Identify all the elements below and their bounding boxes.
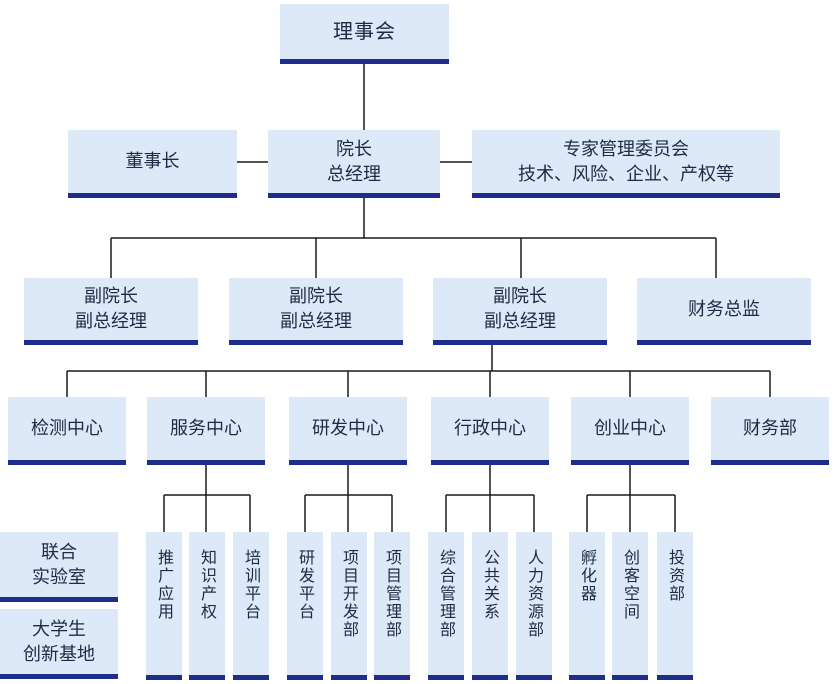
board-node: 理事会 [280, 4, 449, 64]
vice-manager-title: 副总经理 [280, 311, 352, 332]
expert-committee-title: 专家管理委员会 [563, 138, 689, 160]
vice-president-title: 副院长 [493, 286, 547, 307]
unit-public-relations: 公共关系 [472, 532, 508, 680]
center-label: 检测中心 [31, 418, 103, 439]
unit-maker-space: 创客空间 [612, 532, 648, 680]
president-node: 院长 总经理 [268, 130, 440, 198]
startup-center-node: 创业中心 [571, 397, 689, 465]
vice-manager-title: 副总经理 [484, 311, 556, 332]
unit-label: 大学生 [32, 618, 86, 640]
expert-committee-scope: 技术、风险、企业、产权等 [518, 163, 734, 185]
center-label: 服务中心 [170, 418, 242, 439]
unit-label: 孵化器 [578, 549, 597, 603]
unit-ip: 知识产权 [189, 532, 225, 680]
unit-label: 公共关系 [481, 549, 500, 621]
unit-project-mgmt: 项目管理部 [374, 532, 410, 680]
unit-label: 人力资源部 [525, 549, 544, 639]
chairman-node: 董事长 [68, 130, 237, 198]
unit-label: 综合管理部 [437, 549, 456, 639]
center-label: 研发中心 [312, 418, 384, 439]
unit-label: 知识产权 [198, 549, 217, 621]
vice-manager-title: 副总经理 [75, 311, 147, 332]
cfo-label: 财务总监 [688, 298, 760, 320]
cfo-node: 财务总监 [637, 278, 811, 345]
unit-incubator: 孵化器 [569, 532, 605, 680]
unit-label: 推广应用 [155, 549, 174, 621]
unit-hr: 人力资源部 [516, 532, 552, 680]
unit-rd-platform: 研发平台 [287, 532, 323, 680]
president-title: 院长 [336, 138, 372, 160]
finance-dept-node: 财务部 [711, 397, 829, 465]
expert-committee-node: 专家管理委员会 技术、风险、企业、产权等 [472, 130, 780, 198]
board-label: 理事会 [333, 19, 396, 43]
chairman-label: 董事长 [125, 151, 180, 172]
testing-center-node: 检测中心 [8, 397, 126, 465]
general-manager-title: 总经理 [327, 163, 381, 185]
unit-project-dev: 项目开发部 [331, 532, 367, 680]
vice-president-node-3: 副院长 副总经理 [433, 278, 607, 345]
center-label: 行政中心 [454, 418, 526, 439]
rd-center-node: 研发中心 [289, 397, 407, 465]
unit-label: 创客空间 [621, 549, 640, 621]
vice-president-title: 副院长 [84, 286, 138, 307]
unit-general-mgmt: 综合管理部 [428, 532, 464, 680]
unit-label: 投资部 [666, 549, 685, 603]
student-innovation-base-node: 大学生 创新基地 [0, 609, 118, 679]
center-label: 创业中心 [594, 418, 666, 439]
unit-promotion: 推广应用 [146, 532, 182, 680]
unit-label: 项目开发部 [340, 549, 359, 639]
vice-president-node-2: 副院长 副总经理 [229, 278, 403, 345]
unit-label: 培训平台 [242, 549, 261, 621]
unit-label: 研发平台 [296, 549, 315, 621]
vice-president-title: 副院长 [289, 286, 343, 307]
unit-training: 培训平台 [233, 532, 269, 680]
service-center-node: 服务中心 [147, 397, 265, 465]
unit-label: 联合 [41, 541, 77, 563]
unit-label: 实验室 [32, 566, 86, 588]
unit-label: 创新基地 [23, 643, 95, 665]
unit-investment: 投资部 [657, 532, 693, 680]
unit-label: 项目管理部 [383, 549, 402, 639]
admin-center-node: 行政中心 [431, 397, 549, 465]
joint-lab-node: 联合 实验室 [0, 532, 118, 602]
center-label: 财务部 [743, 418, 797, 439]
vice-president-node-1: 副院长 副总经理 [24, 278, 198, 345]
